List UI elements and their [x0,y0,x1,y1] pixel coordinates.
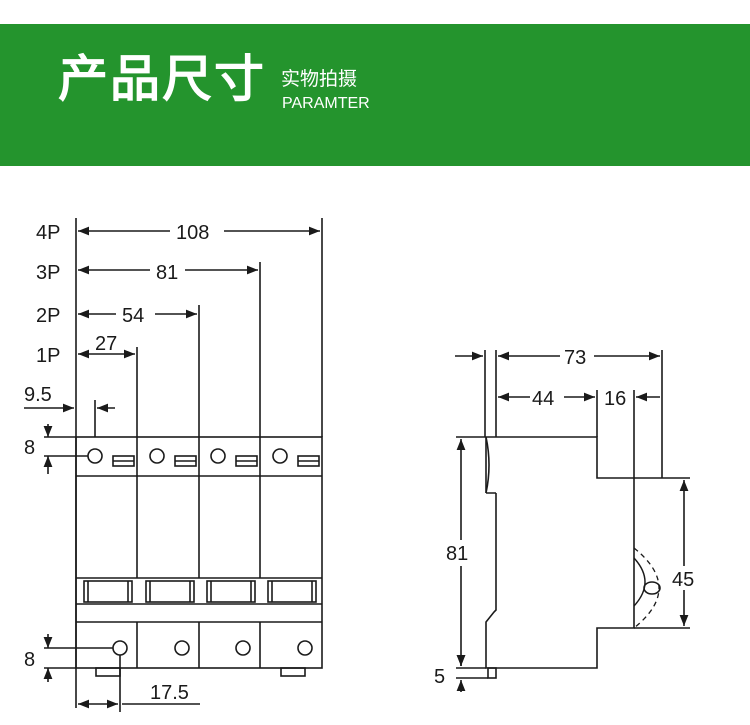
bottom-hole-label: 8 [24,649,35,671]
handle-height-label: 45 [672,569,694,591]
side-view [455,350,690,692]
width-label-2p: 54 [122,305,144,327]
total-depth-label: 73 [564,347,586,369]
pole-label-1p: 1P [36,345,60,367]
offset-label: 9.5 [24,384,52,406]
pole-label-3p: 3P [36,262,60,284]
page-title: 产品尺寸 [58,50,266,108]
width-label-3p: 81 [156,262,178,284]
front-view [24,218,323,712]
top-hole-label: 8 [24,437,35,459]
depth-step-label: 16 [604,388,626,410]
bottom-width-label: 17.5 [150,682,189,704]
page-subtitle: 实物拍摄 [281,68,358,90]
page-subtitle-en: PARAMTER [282,95,370,112]
height-label: 81 [446,543,468,565]
pole-label-4p: 4P [36,222,60,244]
header-banner [0,24,750,166]
foot-label: 5 [434,666,445,688]
depth-front-label: 44 [532,388,554,410]
pole-label-2p: 2P [36,305,60,327]
width-label-1p: 27 [95,333,117,355]
width-label-4p: 108 [176,222,209,244]
